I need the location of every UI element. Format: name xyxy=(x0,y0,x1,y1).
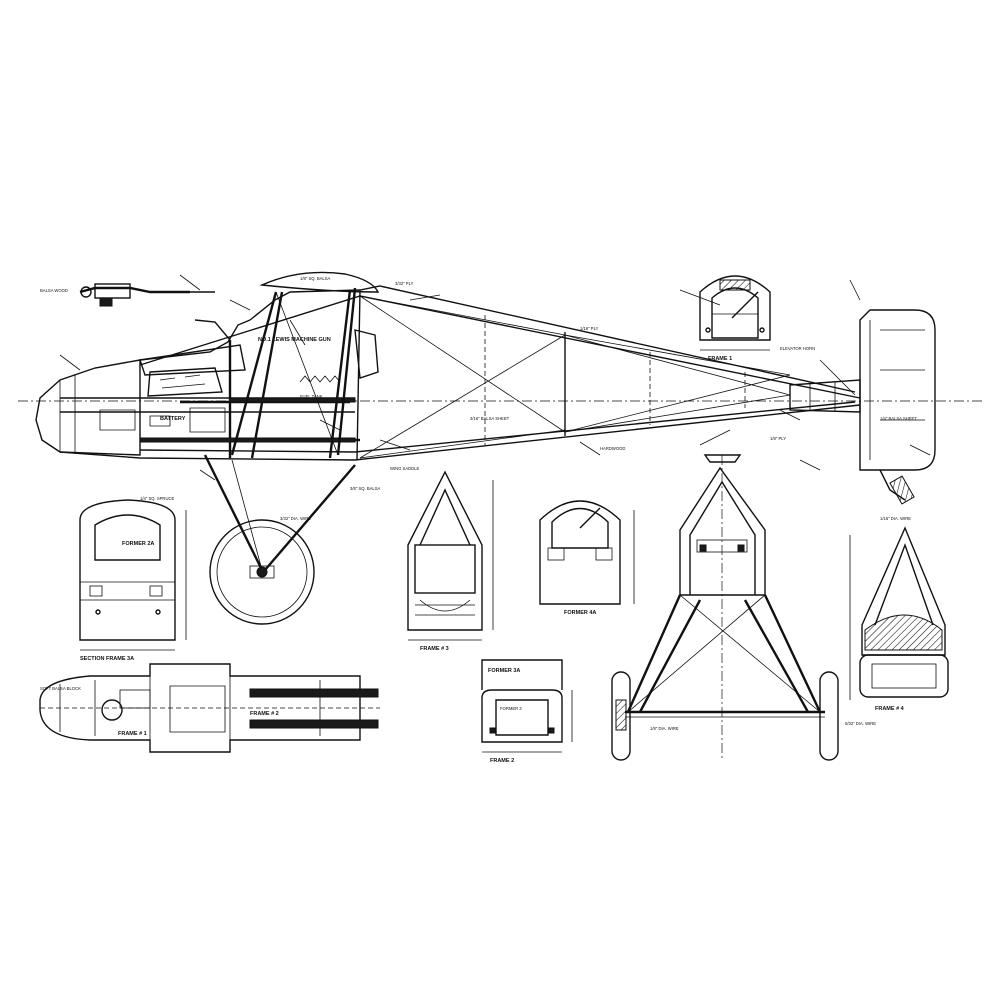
note-label: 1/8" SQ. BALSA xyxy=(300,276,331,281)
label-frame-3: FRAME # 3 xyxy=(420,646,449,652)
note-label: 1/4" SQ. SPRUCE xyxy=(140,496,175,501)
note-label: 5/32" DIA. WIRE xyxy=(845,721,876,726)
tail-assembly-side xyxy=(789,309,936,505)
front-view xyxy=(611,454,839,761)
label-elevator-horn: ELEVATOR HORN xyxy=(780,346,815,351)
drawing-labels: NO.1 LEWIS MACHINE GUN BATTERY FUEL TANK… xyxy=(40,276,917,764)
fuselage-top-view xyxy=(39,663,380,753)
label-former-3a: FORMER 3A xyxy=(488,668,520,674)
note-label: 3/32" DIA. WIRE xyxy=(280,516,311,521)
frame-3-view xyxy=(407,470,494,641)
former-2a-view xyxy=(481,659,573,753)
label-section-frame-3a: SECTION FRAME 3A xyxy=(80,656,134,662)
label-lewis-gun: NO.1 LEWIS MACHINE GUN xyxy=(258,337,331,343)
note-label: 1/8" PLY xyxy=(770,436,786,441)
label-balsa-wood: BALSA WOOD xyxy=(40,288,68,293)
frame-3a-section xyxy=(79,499,187,651)
note-label: 3/16" BALSA SHEET xyxy=(470,416,510,421)
fuselage-side-view xyxy=(18,271,985,461)
leader-lines xyxy=(59,274,931,481)
label-frame-2-bottom: FRAME 2 xyxy=(490,758,514,764)
label-former-4a: FORMER 4A xyxy=(564,610,596,616)
note-label: 1/8" DIA. WIRE xyxy=(650,726,679,731)
note-label: 3/8" SQ. BALSA xyxy=(350,486,381,491)
label-fuel-tank: FUEL TANK xyxy=(300,394,323,399)
note-label: 1/16" PLY xyxy=(580,326,599,331)
landing-gear-side xyxy=(203,454,356,625)
note-label: 3/32" PLY xyxy=(395,281,414,286)
frame-1-view xyxy=(699,275,771,351)
frame-4-view xyxy=(849,526,949,700)
label-frame-1-top: FRAME 1 xyxy=(708,356,732,362)
label-former-2a-left: FORMER 2A xyxy=(122,541,154,547)
note-label: HARDWOOD xyxy=(600,446,625,451)
label-battery: BATTERY xyxy=(160,416,186,422)
former-4a-view xyxy=(539,500,635,605)
label-former-right: FORMER 3 xyxy=(500,706,522,711)
label-frame-4: FRAME # 4 xyxy=(875,706,905,712)
note-label: 1/4" BALSA SHEET xyxy=(880,416,917,421)
note-label: SOFT BALSA BLOCK xyxy=(40,686,81,691)
label-wing-saddle: WING SADDLE xyxy=(390,466,420,471)
note-label: 1/16" DIA. WIRE xyxy=(880,516,911,521)
label-frame-1-bottom: FRAME # 1 xyxy=(118,731,147,737)
label-frame-2: FRAME # 2 xyxy=(250,711,279,717)
